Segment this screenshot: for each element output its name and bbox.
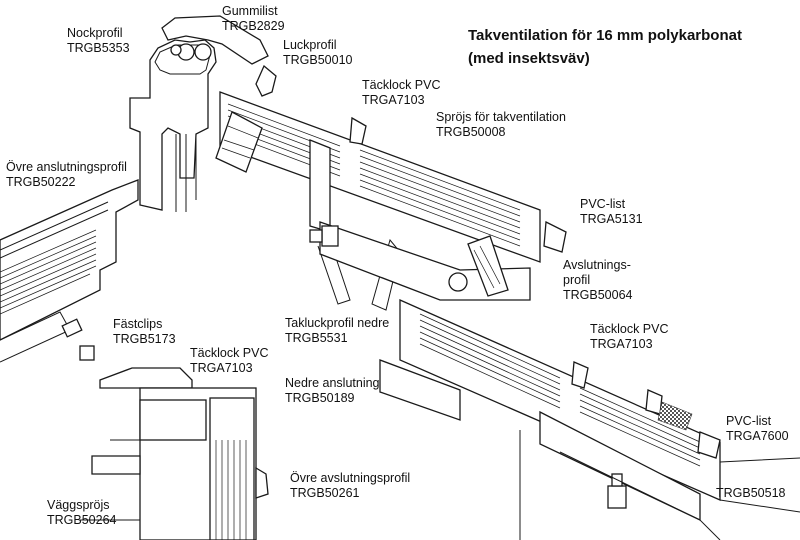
wall-section [80,367,269,540]
label-name: Fästclips [113,317,163,331]
label-name: Nedre anslutning [285,376,380,390]
label-name: Övre anslutningsprofil [6,160,127,174]
label-trgb50518: TRGB50518 [716,486,785,501]
label-takluckprofil: Takluckprofil nedre TRGB5531 [285,316,389,346]
label-name: Luckprofil [283,38,337,52]
label-code: TRGB50264 [47,513,117,527]
label-name: Gummilist [222,4,278,18]
upper-connection-profile [0,179,139,363]
label-code: TRGA7600 [726,429,789,443]
label-tacklock-right: Täcklock PVC TRGA7103 [590,322,669,352]
label-gummilist: Gummilist TRGB2829 [222,4,285,34]
label-nockprofil: Nockprofil TRGB5353 [67,26,130,56]
label-vaggsprojs: Väggspröjs TRGB50264 [47,498,116,528]
label-code: TRGB50189 [285,391,355,405]
label-tacklock-left: Täcklock PVC TRGA7103 [190,346,269,376]
roof-hatch-profile [309,221,531,301]
label-ovre-anslutningsprofil: Övre anslutningsprofil TRGB50222 [6,160,127,190]
label-name-line-2: profil [563,273,591,287]
label-name: Täcklock PVC [362,78,441,92]
label-name: Täcklock PVC [590,322,669,336]
label-code: TRGA7103 [362,93,425,107]
title-line-2: (med insektsväv) [468,50,590,67]
label-code: TRGA7103 [190,361,253,375]
diagram-title: Takventilation för 16 mm polykarbonat (m… [468,24,742,70]
label-code: TRGB50008 [436,125,506,139]
label-code: TRGB50010 [283,53,353,67]
label-name: Nockprofil [67,26,123,40]
label-code: TRGB2829 [222,19,285,33]
label-code: TRGB5353 [67,41,130,55]
label-name: Takluckprofil nedre [285,316,390,330]
label-code: TRGB50222 [6,175,76,189]
label-code: TRGB50064 [563,288,633,302]
label-name: Övre avslutningsprofil [290,471,411,485]
label-fastclips: Fästclips TRGB5173 [113,317,176,347]
label-ovre-avslutningsprofil: Övre avslutningsprofil TRGB50261 [290,471,410,501]
label-sprojs: Spröjs för takventilation TRGB50008 [436,110,566,140]
label-name: Väggspröjs [47,498,110,512]
label-avslutningsprofil: Avslutnings- profil TRGB50064 [563,258,632,303]
ridge-profile [129,15,269,212]
label-name: Täcklock PVC [190,346,269,360]
lower-roof-panels [379,299,800,540]
label-code: TRGA5131 [580,212,643,226]
label-pvc-list-top: PVC-list TRGA5131 [580,197,643,227]
label-code: TRGB5531 [285,331,348,345]
label-nedre-anslutning: Nedre anslutning TRGB50189 [285,376,380,406]
label-tacklock-top: Täcklock PVC TRGA7103 [362,78,441,108]
label-name: PVC-list [580,197,626,211]
upper-roof-panels [215,64,567,311]
label-code: TRGB50261 [290,486,360,500]
label-name-line-1: Avslutnings- [563,258,631,272]
label-name: Spröjs för takventilation [436,110,566,124]
label-code: TRGB50518 [716,486,786,500]
label-name: PVC-list [726,414,772,428]
label-code: TRGB5173 [113,332,176,346]
label-luckprofil: Luckprofil TRGB50010 [283,38,352,68]
title-line-1: Takventilation för 16 mm polykarbonat [468,27,742,44]
label-code: TRGA7103 [590,337,653,351]
label-pvc-list-bottom: PVC-list TRGA7600 [726,414,789,444]
